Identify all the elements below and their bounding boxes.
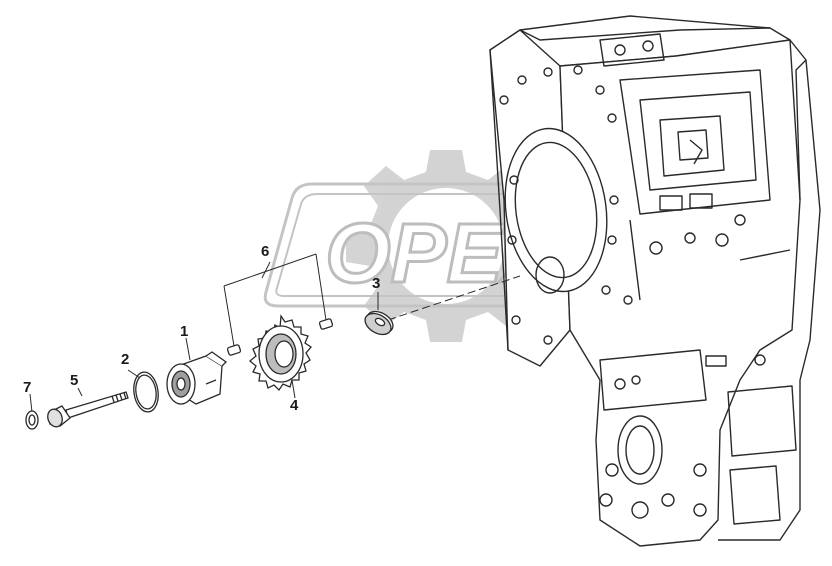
bolt-part-5 [47, 391, 129, 428]
gear-part-4 [248, 314, 312, 392]
thrust-washer-part-3 [364, 310, 394, 336]
flange-bolt-holes [499, 65, 641, 385]
dowel-pin-part-6 [226, 318, 334, 356]
lock-washer-part-7 [25, 410, 39, 430]
hub-shaft-part-1 [166, 351, 228, 405]
callout-5: 5 [70, 372, 79, 389]
callout-2: 2 [121, 351, 130, 368]
o-ring-part-2 [133, 371, 159, 413]
callout-3: 3 [372, 275, 381, 292]
callout-1: 1 [180, 323, 189, 340]
transmission-housing [489, 15, 821, 547]
opex-watermark [263, 150, 611, 342]
callout-7: 7 [23, 379, 32, 396]
leader-lines [29, 253, 521, 413]
watermark-gear-icon [346, 150, 546, 342]
callout-4: 4 [290, 397, 299, 414]
callout-6: 6 [261, 243, 270, 260]
